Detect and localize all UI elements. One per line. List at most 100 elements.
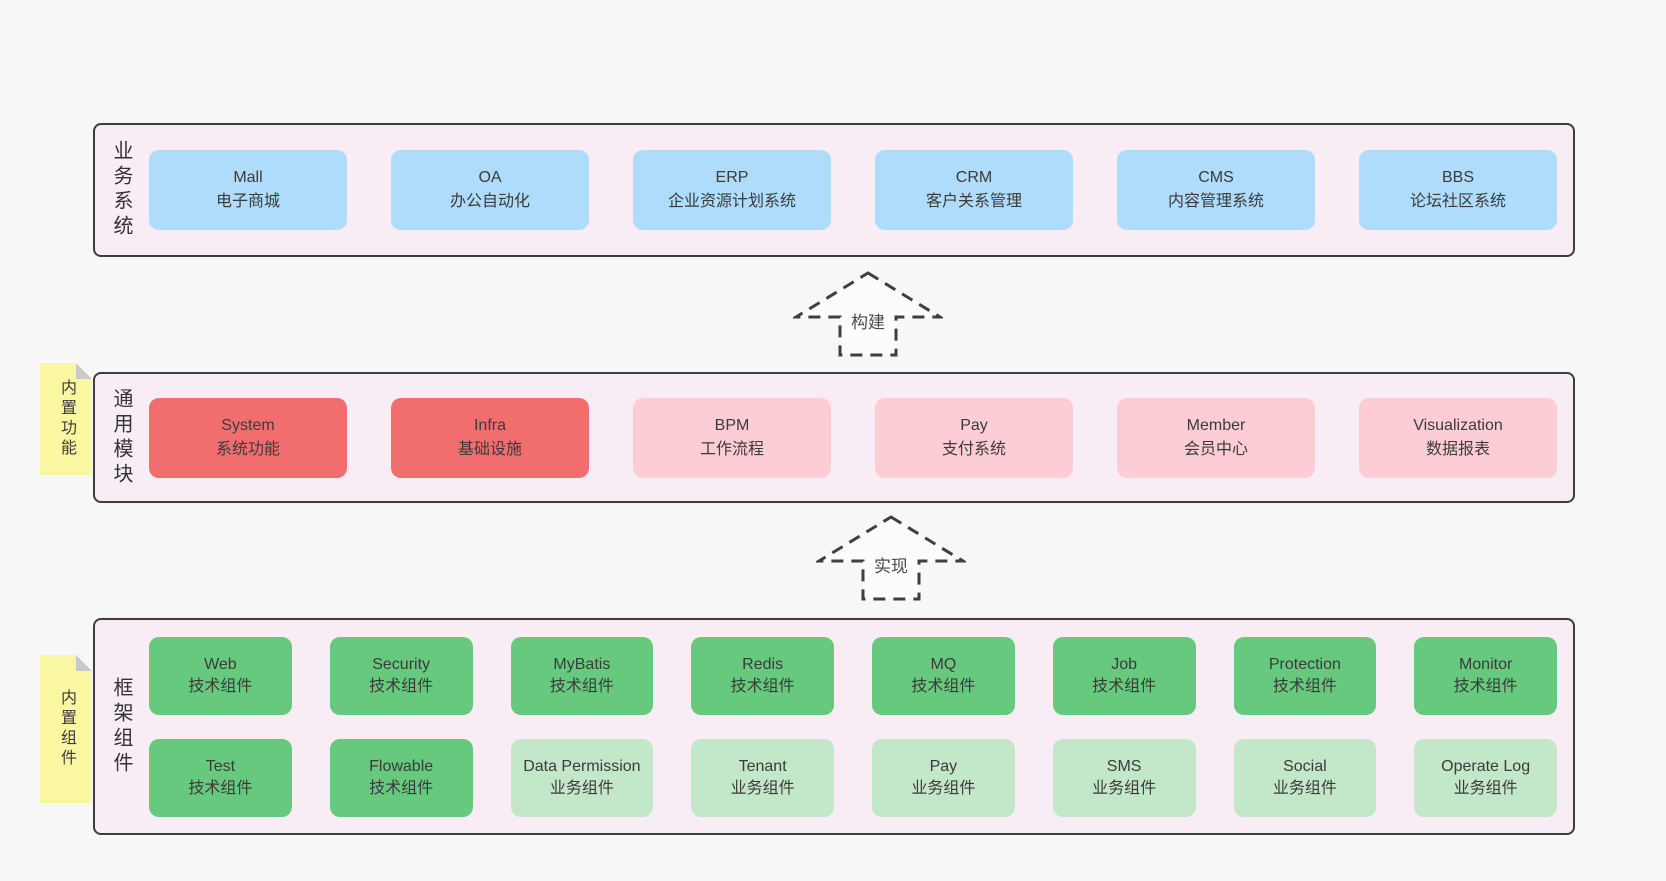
card-title-en: Security	[372, 655, 431, 673]
framework-panel-label: 框架组件	[110, 676, 132, 777]
card-title-en: Mall	[233, 169, 263, 186]
card-title-en: Social	[1283, 757, 1327, 775]
card-title-en: System	[221, 416, 275, 434]
card-title-en: Monitor	[1458, 655, 1513, 673]
card-title-en: Job	[1111, 655, 1138, 673]
card-member: Member 会员中心	[1117, 397, 1315, 478]
card-title-en: Redis	[742, 655, 784, 673]
sticky-note-builtin-features: 内置功能	[40, 363, 92, 475]
card-title-zh: 技术组件	[911, 677, 976, 695]
card-title-zh: 技术组件	[188, 677, 253, 695]
card-title-zh: 客户关系管理	[925, 193, 1022, 210]
card-infra: Infra 基础设施	[391, 397, 589, 478]
card-title-en: Test	[205, 757, 236, 775]
card-test: Test 技术组件	[149, 738, 292, 817]
card-title-en: OA	[478, 169, 502, 186]
card-title-en: BPM	[714, 416, 750, 434]
card-oa: OA 办公自动化	[391, 150, 589, 230]
business-systems-panel: 业务系统 Mall 电子商城 OA 办公自动化 ERP 企业资源计划系统 CRM…	[93, 123, 1575, 257]
card-title-en: ERP	[715, 169, 749, 186]
card-visualization: Visualization 数据报表	[1359, 397, 1557, 478]
card-title-zh: 技术组件	[1272, 677, 1337, 695]
card-title-en: Operate Log	[1441, 757, 1531, 775]
card-title-zh: 企业资源计划系统	[667, 193, 796, 210]
card-crm: CRM 客户关系管理	[875, 150, 1073, 230]
card-title-zh: 技术组件	[369, 779, 434, 797]
card-social: Social 业务组件	[1233, 738, 1377, 817]
framework-components-panel: 框架组件 Web 技术组件 Security 技术组件 MyBatis 技术组件…	[93, 618, 1575, 835]
card-title-zh: 业务组件	[1453, 779, 1518, 797]
card-sms: SMS 业务组件	[1052, 738, 1196, 817]
sticky-note-builtin-components: 内置组件	[40, 655, 92, 803]
card-title-zh: 技术组件	[188, 779, 253, 797]
card-title-en: Protection	[1268, 655, 1341, 673]
card-erp: ERP 企业资源计划系统	[633, 150, 831, 230]
card-title-zh: 技术组件	[1092, 677, 1157, 695]
sticky-note-text: 内置功能	[58, 379, 75, 459]
card-title-zh: 会员中心	[1183, 440, 1248, 458]
common-modules-panel: 通用模块 System 系统功能 Infra 基础设施 BPM 工作流程 Pay…	[93, 372, 1575, 503]
card-title-en: MyBatis	[553, 655, 611, 673]
card-title-zh: 业务组件	[730, 779, 795, 797]
card-title-en: Data Permission	[523, 757, 641, 775]
sticky-fold-icon	[76, 655, 92, 671]
card-title-en: Pay	[960, 416, 988, 434]
card-title-zh: 论坛社区系统	[1409, 193, 1506, 210]
card-title-en: BBS	[1441, 169, 1474, 186]
card-title-zh: 技术组件	[369, 677, 434, 695]
sticky-fold-icon	[76, 363, 92, 379]
business-panel-label: 业务系统	[110, 140, 132, 240]
card-title-en: Pay	[929, 757, 958, 775]
card-flowable: Flowable 技术组件	[329, 738, 473, 817]
card-monitor: Monitor 技术组件	[1414, 636, 1557, 715]
card-title-zh: 数据报表	[1425, 440, 1490, 458]
card-title-zh: 业务组件	[1272, 779, 1337, 797]
card-title-en: Infra	[473, 416, 506, 434]
card-mybatis: MyBatis 技术组件	[510, 636, 654, 715]
card-title-en: MQ	[930, 655, 957, 673]
card-system: System 系统功能	[149, 397, 347, 478]
card-title-en: Member	[1186, 416, 1246, 434]
card-job: Job 技术组件	[1052, 636, 1196, 715]
card-redis: Redis 技术组件	[691, 636, 834, 715]
implement-arrow: 实现	[816, 514, 966, 602]
card-title-zh: 系统功能	[215, 440, 280, 458]
card-mall: Mall 电子商城	[149, 150, 347, 230]
modules-cards-row: System 系统功能 Infra 基础设施 BPM 工作流程 Pay 支付系统…	[149, 397, 1557, 478]
card-protection: Protection 技术组件	[1233, 636, 1377, 715]
card-mq: MQ 技术组件	[872, 636, 1015, 715]
card-title-en: Flowable	[369, 757, 434, 775]
business-cards-row: Mall 电子商城 OA 办公自动化 ERP 企业资源计划系统 CRM 客户关系…	[149, 150, 1557, 230]
card-title-zh: 办公自动化	[449, 193, 530, 210]
sticky-note-text: 内置组件	[58, 689, 75, 769]
card-title-zh: 业务组件	[549, 779, 614, 797]
card-data-permission: Data Permission 业务组件	[510, 738, 654, 817]
card-title-en: CMS	[1198, 169, 1234, 186]
card-title-zh: 基础设施	[457, 440, 522, 458]
card-bpm: BPM 工作流程	[633, 397, 831, 478]
card-title-zh: 业务组件	[911, 779, 976, 797]
card-pay-biz: Pay 业务组件	[872, 738, 1015, 817]
card-cms: CMS 内容管理系统	[1117, 150, 1315, 230]
card-web: Web 技术组件	[149, 636, 292, 715]
card-bbs: BBS 论坛社区系统	[1359, 150, 1557, 230]
card-title-en: Web	[204, 655, 237, 673]
card-title-zh: 支付系统	[941, 440, 1006, 458]
build-arrow-label: 构建	[849, 308, 887, 333]
card-operate-log: Operate Log 业务组件	[1414, 738, 1557, 817]
card-title-zh: 技术组件	[1453, 677, 1518, 695]
card-title-en: Tenant	[738, 757, 787, 775]
modules-panel-label: 通用模块	[110, 387, 132, 488]
implement-arrow-label: 实现	[872, 552, 910, 577]
card-title-zh: 技术组件	[549, 677, 614, 695]
card-title-en: SMS	[1106, 757, 1142, 775]
card-title-zh: 工作流程	[699, 440, 764, 458]
card-title-zh: 电子商城	[215, 193, 280, 210]
card-title-zh: 内容管理系统	[1167, 193, 1264, 210]
card-title-zh: 技术组件	[730, 677, 795, 695]
framework-cards-grid: Web 技术组件 Security 技术组件 MyBatis 技术组件 Redi…	[149, 636, 1557, 817]
card-title-en: CRM	[955, 169, 993, 186]
build-arrow: 构建	[793, 270, 943, 358]
card-title-zh: 业务组件	[1092, 779, 1157, 797]
